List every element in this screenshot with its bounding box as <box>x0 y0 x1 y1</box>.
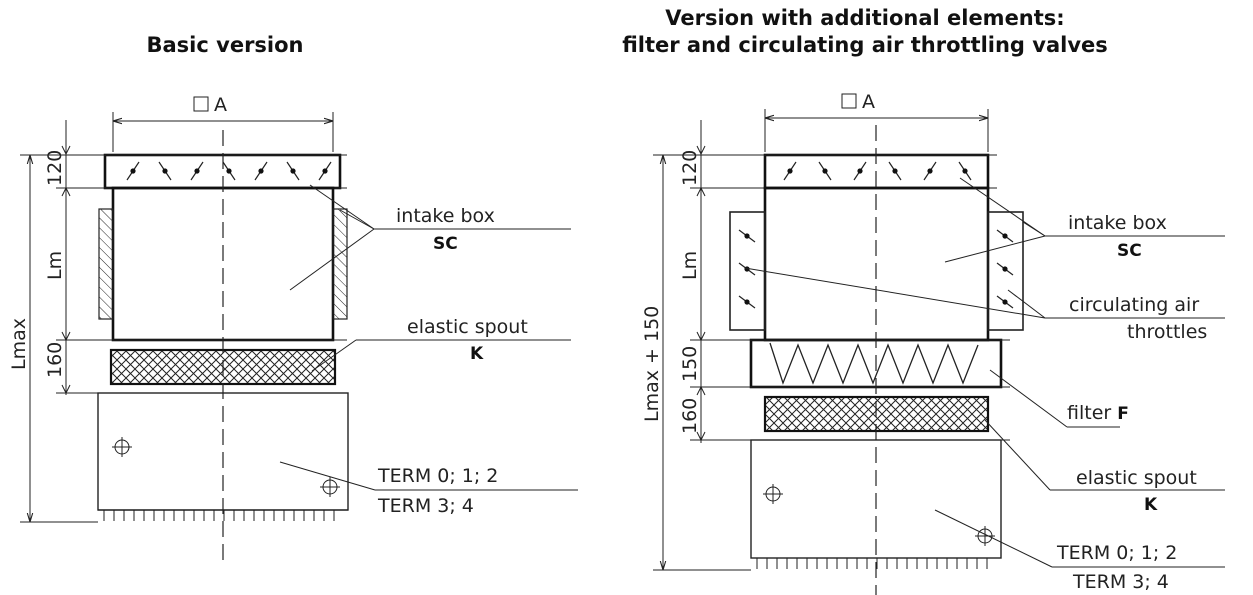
dimension-160-label: 160 <box>679 398 701 434</box>
intake-box-label: intake box <box>1068 212 1167 234</box>
filter-label: filter F <box>1067 402 1129 424</box>
dimension-lm-label: Lm <box>679 251 701 280</box>
sc-label: SC <box>433 234 458 254</box>
dimension-120-label: 120 <box>44 150 66 186</box>
crosshair-marker <box>112 437 132 457</box>
dimension-a-label: A <box>214 94 227 116</box>
elastic-spout-label: elastic spout <box>407 316 528 338</box>
dimension-160-label: 160 <box>44 342 66 378</box>
square-symbol <box>841 93 857 109</box>
intake-box-label: intake box <box>396 205 495 227</box>
elastic-spout-label: elastic spout <box>1076 467 1197 489</box>
extended-version-heading: Version with additional elements: filter… <box>540 5 1190 59</box>
throttle-blades <box>783 161 972 181</box>
terminal-unit <box>750 439 1002 559</box>
extended-heading-line-1: Version with additional elements: <box>665 6 1065 30</box>
extended-heading-line-2: filter and circulating air throttling va… <box>622 33 1108 57</box>
sc-label: SC <box>1117 241 1142 261</box>
dimension-lmax-150-label: Lmax + 150 <box>641 306 663 422</box>
filter-code: F <box>1117 404 1129 424</box>
term-top-label: TERM 0; 1; 2 <box>1056 542 1177 564</box>
crosshair-marker <box>975 526 995 546</box>
term-bottom-label: TERM 3; 4 <box>377 495 474 517</box>
side-panel-left <box>98 208 114 320</box>
crosshair-marker <box>763 484 783 504</box>
side-panel-right <box>332 208 348 320</box>
throttle-blades <box>126 161 332 181</box>
term-bottom-label: TERM 3; 4 <box>1072 571 1169 593</box>
circulating-throttle-right <box>987 211 1024 331</box>
dimension-lmax-label: Lmax <box>8 318 30 370</box>
circulating-air-label-line-2: throttles <box>1127 321 1207 343</box>
square-symbol <box>193 96 209 112</box>
dimension-120-label: 120 <box>679 150 701 186</box>
dimension-150-label: 150 <box>679 346 701 382</box>
k-label: K <box>1144 495 1158 515</box>
filter-zigzag <box>769 342 979 385</box>
k-label: K <box>470 344 484 364</box>
extended-version-drawing: A <box>641 91 1225 595</box>
dimension-lm-label: Lm <box>44 251 66 280</box>
terminal-teeth <box>103 510 335 521</box>
circulating-throttle-blades <box>738 229 1014 309</box>
basic-version-heading: Basic version <box>146 33 304 57</box>
dimension-a-label: A <box>862 91 875 113</box>
crosshair-marker <box>320 477 340 497</box>
terminal-teeth <box>756 558 988 569</box>
circulating-air-label-line-1: circulating air <box>1069 294 1199 316</box>
basic-version-drawing: A <box>8 94 578 560</box>
term-top-label: TERM 0; 1; 2 <box>377 465 498 487</box>
